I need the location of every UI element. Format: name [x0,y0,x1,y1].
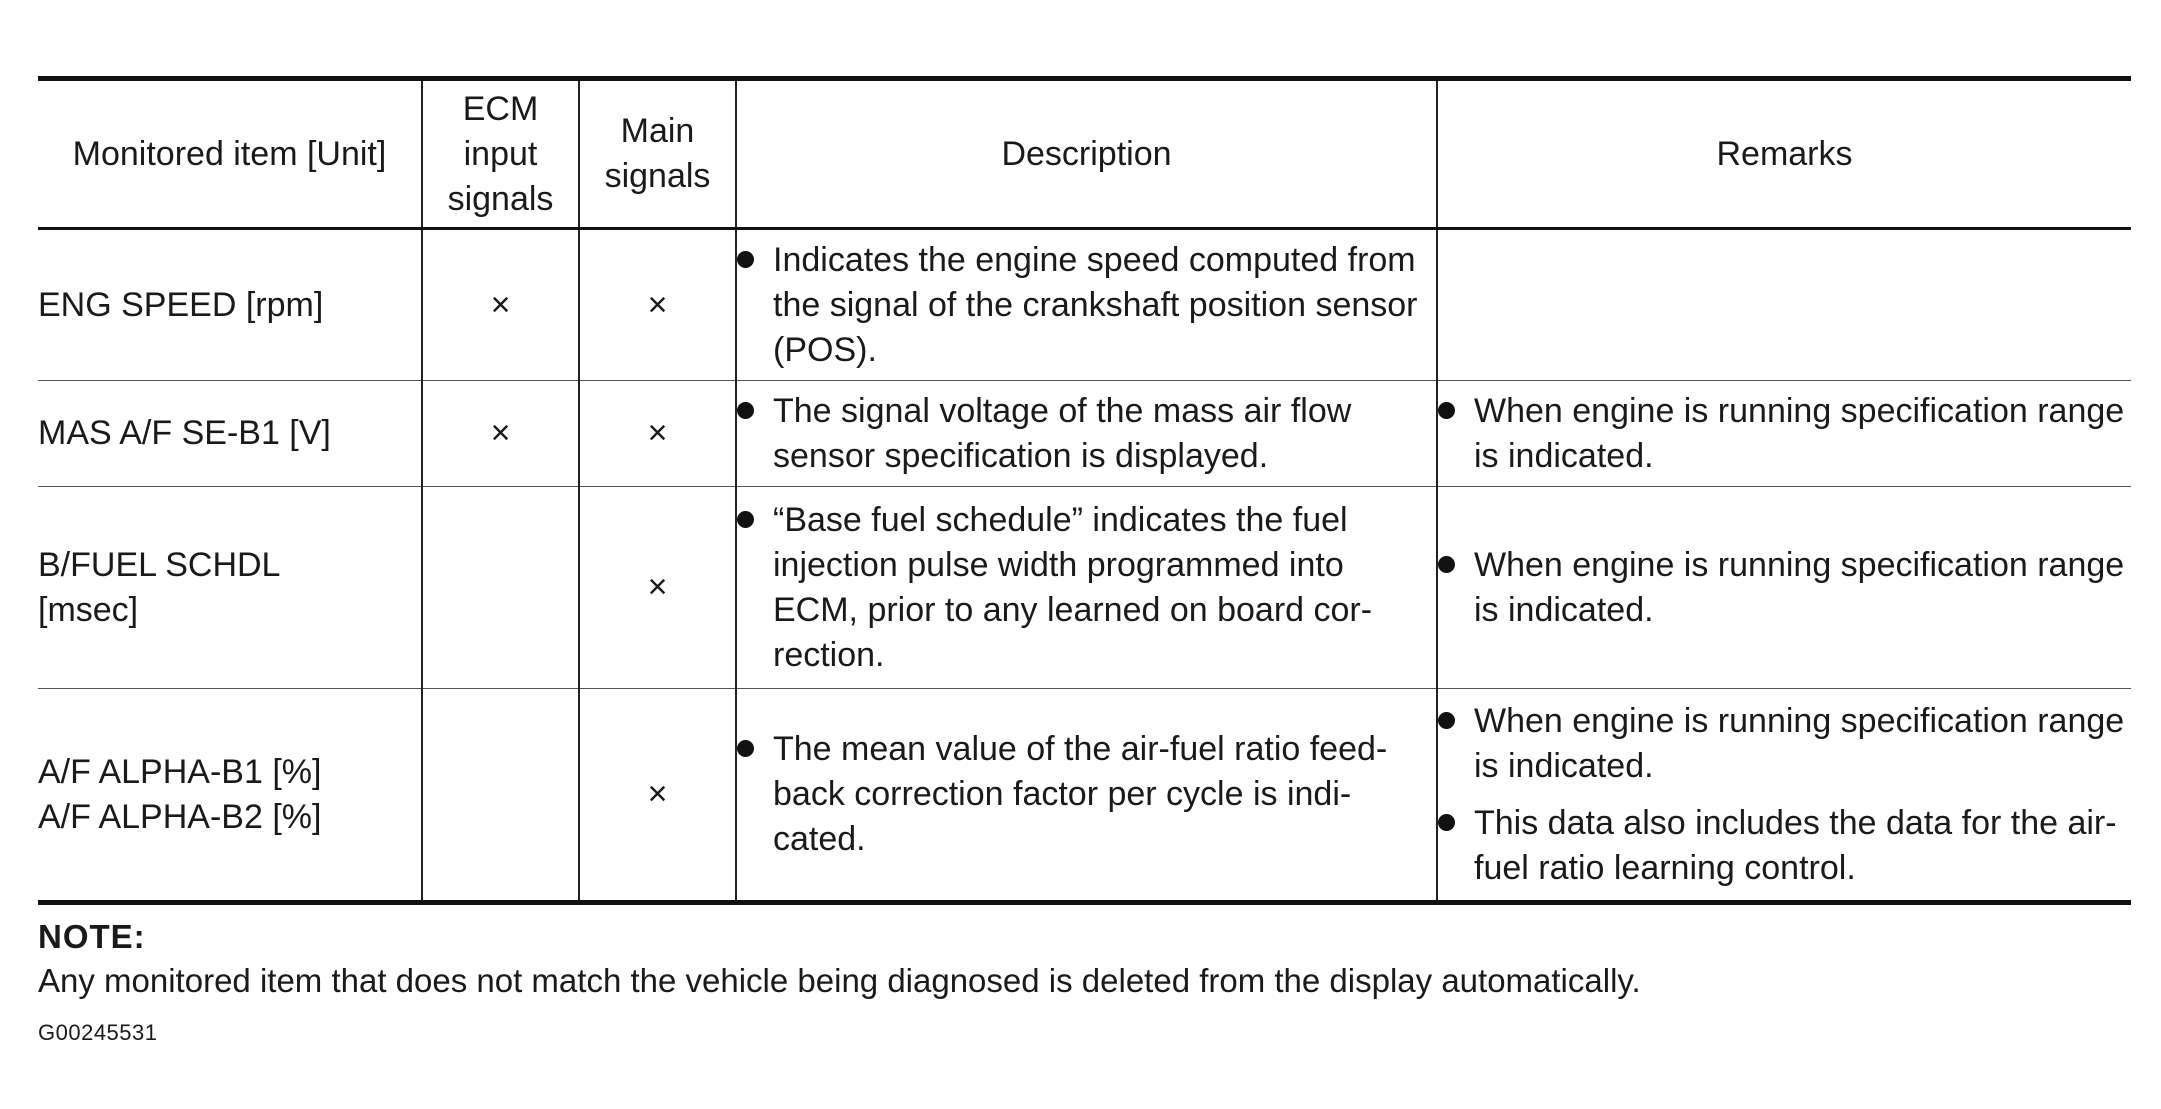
remark-bullet: When engine is running specification ran… [1438,389,2131,479]
bullet-dot-icon [737,510,754,528]
monitored-item-name-line2: A/F ALPHA-B2 [%] [38,797,322,836]
cell-description: The signal voltage of the mass air flow … [735,380,1438,487]
cell-remarks: When engine is running specification ran… [1436,486,2131,689]
cell-ecm-input-mark: × [421,228,580,381]
bullet-dot-icon [737,250,754,268]
monitored-item-name: A/F ALPHA-B1 [%] [38,752,322,791]
remark-bullet: This data also includes the data for the… [1438,801,2131,891]
cell-ecm-input-mark: × [421,380,580,487]
cell-ecm-input-mark [421,688,580,903]
remark-text: When engine is running specification ran… [1474,701,2125,785]
table-row: MAS A/F SE-B1 [V] ×× The signal voltage of… [38,380,2131,487]
remark-text: When engine is running specification ran… [1474,545,2125,629]
description-text: Indicates the engine speed computed from… [773,240,1418,369]
header-ecm-input-signals: ECM input signals [421,78,580,230]
cell-remarks: When engine is running specification ran… [1436,688,2131,903]
monitored-item-name: MAS A/F SE-B1 [V] [38,414,331,452]
bullet-dot-icon [737,740,754,757]
cell-remarks: When engine is running specification ran… [1436,380,2131,487]
note-heading: NOTE: [38,918,146,955]
description-text: The signal voltage of the mass air flow … [773,391,1352,475]
monitor-table-sheet: Monitored item [Unit] ECM input signals … [38,76,2131,905]
bullet-dot-icon [1438,401,1455,419]
cell-main-signal-mark: × [578,228,737,381]
cell-main-signal-mark: × [578,380,737,487]
remark-text: When engine is running specification ran… [1474,391,2125,475]
cell-monitored-item: ENG SPEED [rpm] [38,228,423,381]
description-bullet: The mean value of the air-fuel ratio fee… [737,727,1436,862]
description-text: The mean value of the air-fuel ratio fee… [773,730,1388,858]
document-id: G00245531 [38,1020,158,1045]
note-text: Any monitored item that does not match t… [38,962,1641,999]
monitored-item-name-line2: [msec] [38,590,139,629]
cell-description: Indicates the engine speed computed from… [735,228,1438,381]
bullet-dot-icon [1438,711,1455,729]
cell-remarks [1436,228,2131,381]
cell-main-signal-mark: × [578,688,737,903]
table-row: B/FUEL SCHDL [msec] ×“Base fuel schedule” … [38,486,2131,689]
cell-ecm-input-mark [421,486,580,689]
description-bullet: “Base fuel schedule” indicates the fuel … [737,498,1436,678]
cell-description: “Base fuel schedule” indicates the fuel … [735,486,1438,689]
cell-description: The mean value of the air-fuel ratio fee… [735,688,1438,903]
description-bullet: Indicates the engine speed computed from… [737,238,1436,373]
description-text: “Base fuel schedule” indicates the fuel … [773,500,1373,674]
cell-monitored-item: B/FUEL SCHDL [msec] [38,486,423,689]
header-monitored-item: Monitored item [Unit] [38,78,423,230]
monitored-item-name: B/FUEL SCHDL [38,545,281,584]
table-row: A/F ALPHA-B1 [%] A/F ALPHA-B2 [%] × The mea… [38,688,2131,903]
table-header-row: Monitored item [Unit] ECM input signals … [38,78,2131,230]
remark-text: This data also includes the data for the… [1474,803,2117,887]
monitored-items-table: Monitored item [Unit] ECM input signals … [38,76,2131,905]
cell-monitored-item: A/F ALPHA-B1 [%] A/F ALPHA-B2 [%] [38,688,423,903]
cell-main-signal-mark: × [578,486,737,689]
bullet-dot-icon [1438,813,1455,831]
table-row: ENG SPEED [rpm] ×× Indicates the engine sp… [38,228,2131,381]
monitored-item-name: ENG SPEED [rpm] [38,285,324,324]
remark-bullet: When engine is running specification ran… [1438,699,2131,789]
remark-bullet: When engine is running specification ran… [1438,543,2131,633]
cell-monitored-item: MAS A/F SE-B1 [V] [38,380,423,487]
description-bullet: The signal voltage of the mass air flow … [737,389,1436,479]
bullet-dot-icon [737,401,754,419]
header-remarks: Remarks [1436,78,2131,230]
bullet-dot-icon [1438,555,1455,573]
header-main-signals: Main signals [578,78,737,230]
header-description: Description [735,78,1438,230]
